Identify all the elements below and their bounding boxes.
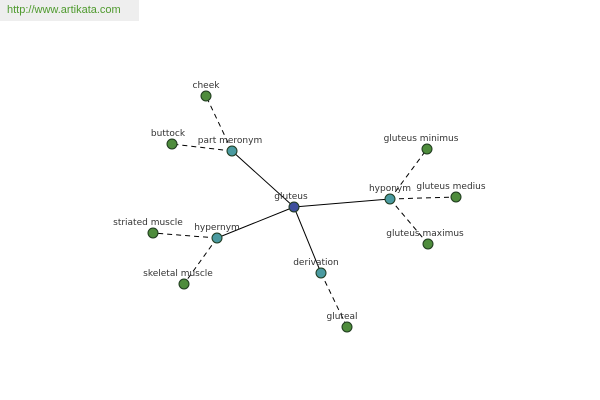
label-part-meronym: part meronym xyxy=(198,136,262,146)
node-gluteus-medius[interactable] xyxy=(450,191,462,203)
label-skeletal-muscle: skeletal muscle xyxy=(143,269,213,279)
node-hypernym[interactable] xyxy=(211,232,223,244)
edge-hypernym-to-striated-muscle xyxy=(152,232,218,239)
edge-gluteus-to-hyponym xyxy=(293,198,391,208)
label-gluteus-maximus: gluteus maximus xyxy=(386,229,464,239)
site-url[interactable]: http://www.artikata.com xyxy=(0,0,139,21)
label-striated-muscle: striated muscle xyxy=(113,218,183,228)
label-hyponym: hyponym xyxy=(369,184,411,194)
edge-part-meronym-to-cheek xyxy=(205,95,233,152)
edge-hyponym-to-gluteus-medius xyxy=(389,196,457,200)
node-part-meronym[interactable] xyxy=(226,145,238,157)
edge-hyponym-to-gluteus-maximus xyxy=(389,198,429,245)
edge-gluteus-to-derivation xyxy=(293,206,322,274)
labels-layer: gluteus part meronym hyponym hypernym deriva… xyxy=(113,81,486,322)
edge-derivation-to-gluteal xyxy=(320,272,348,328)
label-gluteal: gluteal xyxy=(327,312,358,322)
node-gluteus-minimus[interactable] xyxy=(421,143,433,155)
label-derivation: derivation xyxy=(293,258,339,268)
nodes-layer xyxy=(147,90,462,333)
label-hypernym: hypernym xyxy=(194,223,240,233)
edge-part-meronym-to-buttock xyxy=(171,143,233,152)
edge-gluteus-to-part-meronym xyxy=(231,150,295,208)
edge-hypernym-to-skeletal-muscle xyxy=(183,237,218,285)
node-hyponym[interactable] xyxy=(384,193,396,205)
edge-gluteus-to-hypernym xyxy=(216,206,295,239)
node-gluteus[interactable] xyxy=(288,201,300,213)
node-gluteus-maximus[interactable] xyxy=(422,238,434,250)
node-cheek[interactable] xyxy=(200,90,212,102)
label-buttock: buttock xyxy=(151,129,186,139)
node-skeletal-muscle[interactable] xyxy=(178,278,190,290)
label-gluteus-minimus: gluteus minimus xyxy=(384,134,459,144)
node-gluteal[interactable] xyxy=(341,321,353,333)
label-gluteus-medius: gluteus medius xyxy=(416,182,485,192)
label-cheek: cheek xyxy=(193,81,221,91)
node-derivation[interactable] xyxy=(315,267,327,279)
node-striated-muscle[interactable] xyxy=(147,227,159,239)
edges-layer xyxy=(152,95,457,328)
edge-hyponym-to-gluteus-minimus xyxy=(389,148,428,200)
label-gluteus: gluteus xyxy=(274,192,308,202)
node-buttock[interactable] xyxy=(166,138,178,150)
